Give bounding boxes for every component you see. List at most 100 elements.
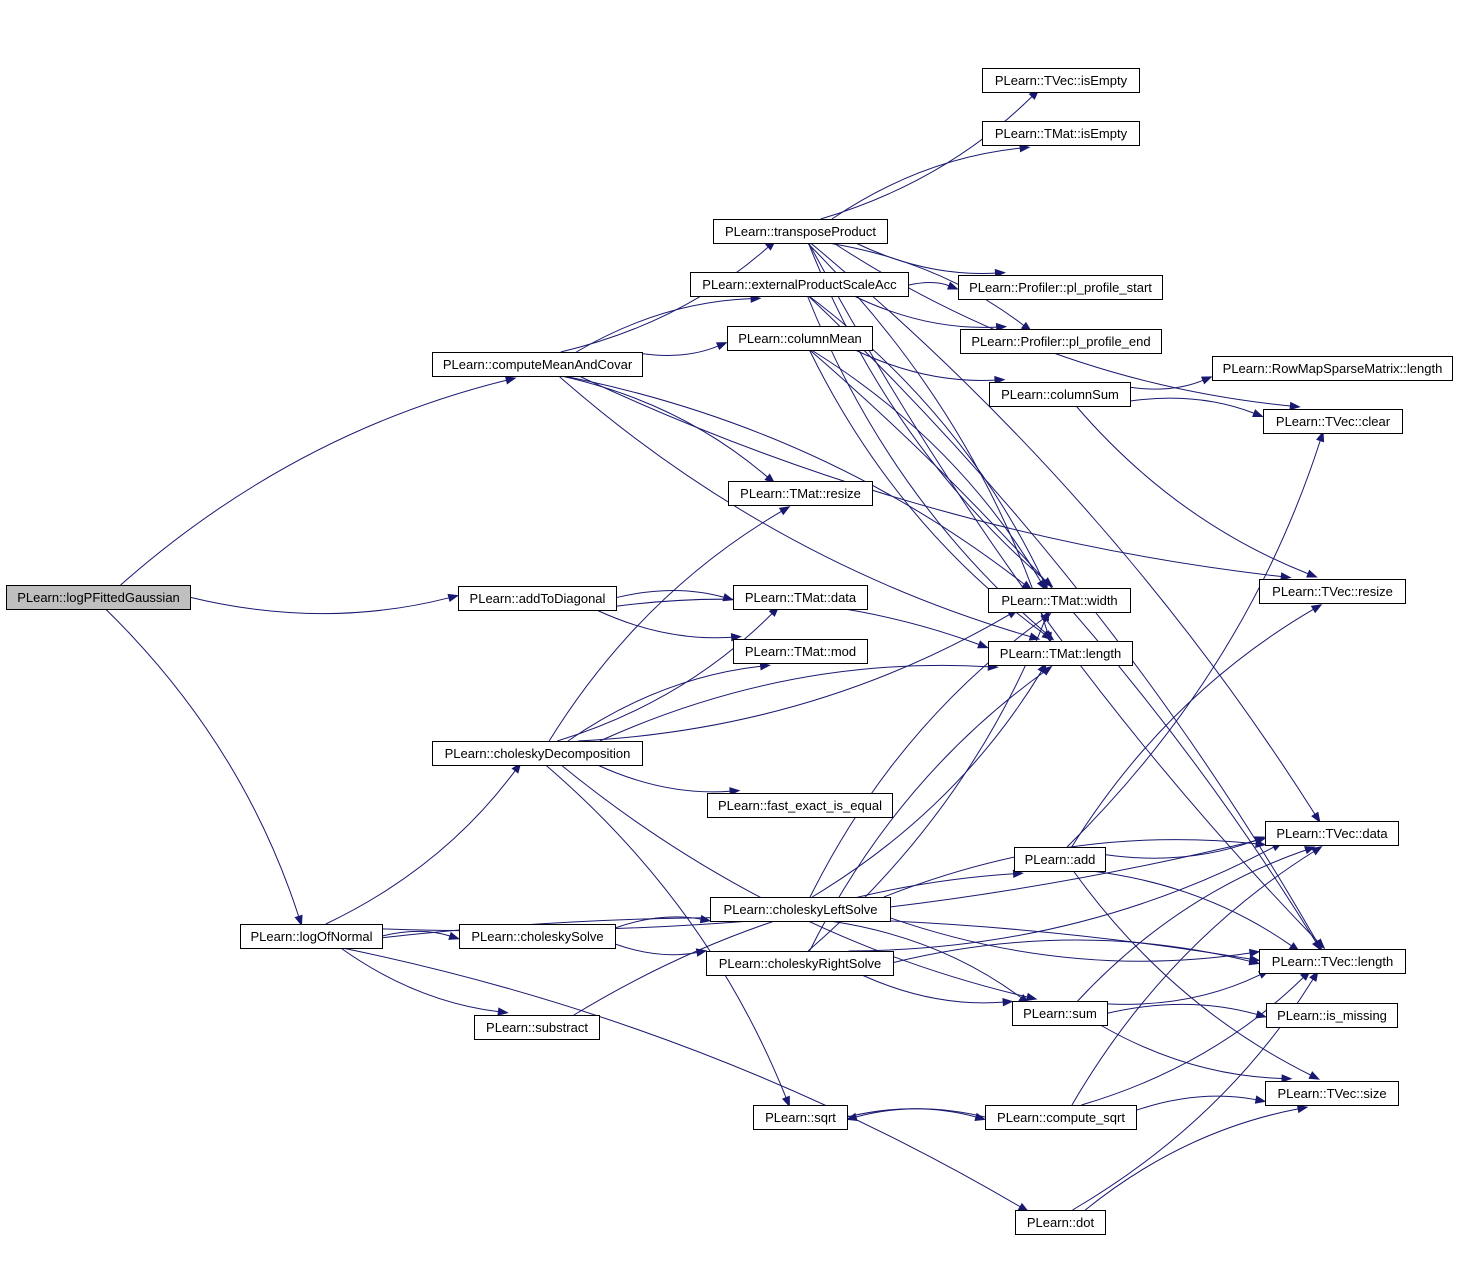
edge-arrowhead <box>730 633 742 642</box>
edge-externalProductScaleAcc-to-plProfileEnd <box>853 295 1008 332</box>
node-box <box>982 121 1140 146</box>
node-choleskyDecomposition[interactable]: PLearn::choleskyDecomposition <box>432 741 643 766</box>
edge-choleskyRightSolve-to-tvecLength <box>892 939 1261 966</box>
node-columnSum[interactable]: PLearn::columnSum <box>989 382 1131 407</box>
node-box <box>1265 1081 1399 1106</box>
node-dot[interactable]: PLearn::dot <box>1015 1210 1106 1235</box>
edge-computeMeanAndCovar-to-tvecResize <box>578 375 1292 581</box>
node-label: PLearn::sqrt <box>765 1110 836 1125</box>
edge-arrowhead <box>1248 957 1261 966</box>
edge-arrowhead <box>1254 1095 1267 1104</box>
edge-arrowhead <box>1306 569 1318 578</box>
edge-transposeProduct-to-tmatIsEmpty <box>831 144 1031 220</box>
node-tvecData[interactable]: PLearn::TVec::data <box>1265 821 1399 846</box>
edge-arrowhead <box>699 914 712 924</box>
node-tmatIsEmpty[interactable]: PLearn::TMat::isEmpty <box>982 121 1140 146</box>
node-box <box>1259 949 1406 974</box>
edge-line <box>811 349 1042 582</box>
node-substract[interactable]: PLearn::substract <box>474 1015 600 1040</box>
edge-columnSum-to-tvecResize <box>1075 405 1318 578</box>
edge-line <box>854 349 996 381</box>
edge-line <box>325 770 516 925</box>
node-tmatMod[interactable]: PLearn::TMat::mod <box>733 639 868 664</box>
node-box <box>989 382 1131 407</box>
edge-arrowhead <box>1296 1104 1309 1114</box>
node-box <box>706 951 894 976</box>
node-externalProductScaleAcc[interactable]: PLearn::externalProductScaleAcc <box>690 272 909 297</box>
edge-arrowhead <box>1036 579 1047 591</box>
edge-arrowhead <box>1025 992 1038 1001</box>
edges-layer <box>105 89 1326 1213</box>
edge-arrowhead <box>1308 1071 1321 1080</box>
edge-line <box>1066 440 1321 848</box>
node-tmatResize[interactable]: PLearn::TMat::resize <box>728 481 873 506</box>
node-logOfNormal[interactable]: PLearn::logOfNormal <box>240 924 383 949</box>
node-isMissing[interactable]: PLearn::is_missing <box>1266 1003 1398 1028</box>
edge-line <box>120 379 507 586</box>
node-tmatLength[interactable]: PLearn::TMat::length <box>988 641 1133 666</box>
node-sqrt[interactable]: PLearn::sqrt <box>753 1105 848 1130</box>
edge-line <box>381 930 451 937</box>
node-box <box>1263 409 1403 434</box>
edge-columnMean-to-columnSum <box>854 349 1006 385</box>
node-transposeProduct[interactable]: PLearn::transposeProduct <box>713 219 888 244</box>
edge-substract-to-add <box>573 869 1024 1016</box>
edge-line <box>342 947 1021 1208</box>
edge-arrowhead <box>497 1007 509 1016</box>
node-tvecLength[interactable]: PLearn::TVec::length <box>1259 949 1406 974</box>
edge-choleskyDecomposition-to-sqrt <box>545 764 790 1108</box>
node-rowMapSparseMatrixLength[interactable]: PLearn::RowMapSparseMatrix::length <box>1212 356 1453 381</box>
node-label: PLearn::TVec::clear <box>1276 414 1391 429</box>
node-choleskyRightSolve[interactable]: PLearn::choleskyRightSolve <box>706 951 894 976</box>
edge-line <box>340 947 499 1013</box>
edge-logOfNormal-to-dot <box>342 947 1030 1213</box>
node-tmatData[interactable]: PLearn::TMat::data <box>733 585 868 610</box>
node-box <box>432 741 643 766</box>
node-computeSqrt[interactable]: PLearn::compute_sqrt <box>985 1105 1137 1130</box>
edge-arrowhead <box>1281 1074 1293 1083</box>
node-logPFittedGaussian[interactable]: PLearn::logPFittedGaussian <box>6 585 191 610</box>
edge-computeSqrt-to-tvecSize <box>1135 1095 1267 1111</box>
edge-arrowhead <box>1254 836 1266 845</box>
edge-line <box>1091 870 1292 947</box>
edge-choleskyLeftSolve-to-tmatLength <box>811 662 1047 898</box>
edge-line <box>907 282 950 287</box>
node-label: PLearn::columnMean <box>738 331 862 346</box>
node-label: PLearn::addToDiagonal <box>470 591 606 606</box>
edge-line <box>576 298 752 353</box>
node-tmatWidth[interactable]: PLearn::TMat::width <box>988 588 1131 613</box>
node-label: PLearn::externalProductScaleAcc <box>702 277 897 292</box>
edge-line <box>1073 870 1311 1076</box>
node-plProfileEnd[interactable]: PLearn::Profiler::pl_profile_end <box>960 329 1162 354</box>
node-addToDiagonal[interactable]: PLearn::addToDiagonal <box>458 586 617 611</box>
edge-line <box>1084 1108 1299 1211</box>
edge-line <box>597 764 731 793</box>
edge-choleskyDecomposition-to-tmatWidth <box>577 609 1019 742</box>
edge-choleskyDecomposition-to-tmatData <box>557 606 780 742</box>
node-fastExactIsEqual[interactable]: PLearn::fast_exact_is_equal <box>707 793 893 818</box>
node-columnMean[interactable]: PLearn::columnMean <box>727 326 873 351</box>
node-choleskySolve[interactable]: PLearn::choleskySolve <box>459 924 616 949</box>
node-label: PLearn::computeMeanAndCovar <box>443 357 633 372</box>
node-tvecClear[interactable]: PLearn::TVec::clear <box>1263 409 1403 434</box>
edge-line <box>889 917 1251 962</box>
node-tvecResize[interactable]: PLearn::TVec::resize <box>1259 579 1406 604</box>
node-computeMeanAndCovar[interactable]: PLearn::computeMeanAndCovar <box>432 352 643 377</box>
node-add[interactable]: PLearn::add <box>1014 847 1106 872</box>
edge-arrowhead <box>1200 376 1213 385</box>
node-tvecIsEmpty[interactable]: PLearn::TVec::isEmpty <box>982 68 1140 93</box>
edge-line <box>848 846 1274 952</box>
edge-line <box>853 295 997 328</box>
edge-line <box>563 375 1025 585</box>
node-plProfileStart[interactable]: PLearn::Profiler::pl_profile_start <box>958 275 1163 300</box>
edge-line <box>615 590 725 599</box>
node-tvecSize[interactable]: PLearn::TVec::size <box>1265 1081 1399 1106</box>
node-sum[interactable]: PLearn::sum <box>1012 1001 1108 1026</box>
edge-computeMeanAndCovar-to-tmatLength <box>558 375 1041 641</box>
edge-line <box>1071 608 1314 848</box>
edge-line <box>105 608 300 917</box>
nodes-layer: PLearn::logPFittedGaussianPLearn::comput… <box>6 68 1453 1235</box>
edge-sum-to-isMissing <box>1106 1003 1267 1019</box>
node-choleskyLeftSolve[interactable]: PLearn::choleskyLeftSolve <box>710 897 891 922</box>
edge-line <box>1129 397 1255 414</box>
